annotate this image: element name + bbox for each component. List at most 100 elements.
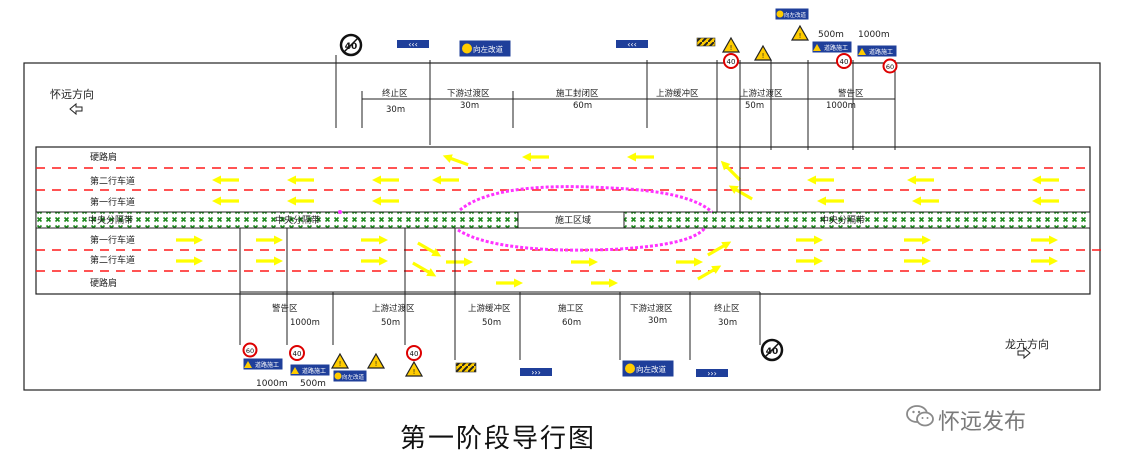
svg-text:!: ! <box>730 44 733 52</box>
lower-zone-1-name: 上游过渡区 <box>372 303 415 314</box>
svg-text:!: ! <box>375 360 378 368</box>
traffic-arrow-icon <box>796 235 823 245</box>
speed-limit-60-sign-upper: 60 <box>882 58 898 74</box>
speed-limit-sign-upper-1: 40 <box>723 53 739 69</box>
svg-text:›››: ››› <box>531 368 541 377</box>
traffic-arrow-icon <box>1031 256 1058 266</box>
speed-limit-sign-lower-1: 40 <box>289 345 305 361</box>
lower-zone-1-length: 50m <box>381 318 400 328</box>
upper-zone-0-length: 30m <box>386 105 405 115</box>
upper-zone-0-name: 终止区 <box>382 88 408 99</box>
upper-distance-1000: 1000m <box>858 30 890 40</box>
upper-lane1-label: 第一行车道 <box>90 196 135 208</box>
left-direction-arrow-icon <box>69 102 83 116</box>
svg-text:›››: ››› <box>707 369 717 378</box>
cone-taper <box>457 185 713 252</box>
svg-text:!: ! <box>762 52 765 60</box>
left-direction-label: 怀远方向 <box>50 88 94 101</box>
lower-shoulder-label: 硬路肩 <box>90 277 117 289</box>
traffic-arrow-icon <box>176 256 203 266</box>
cone-point <box>338 210 342 214</box>
traffic-arrows <box>176 152 1059 288</box>
speed-limit-value-upper-2: 40 <box>840 58 849 66</box>
road-work-text-upper-1: 道路施工 <box>824 44 848 52</box>
traffic-arrow-icon <box>522 152 549 162</box>
median-label-left: 中央分隔带 <box>88 214 133 226</box>
traffic-arrow-icon <box>707 241 732 257</box>
traffic-arrow-icon <box>807 175 834 185</box>
detour-left-text-lower: 向左改道 <box>636 364 666 374</box>
upper-zone-4-length: 50m <box>745 101 764 111</box>
traffic-arrow-icon <box>361 235 388 245</box>
median-label-mid: 中央分隔带 <box>275 214 320 226</box>
road-work-sign-lower-2: 道路施工 <box>289 363 331 377</box>
traffic-arrow-icon <box>176 235 203 245</box>
lower-zone-5-name: 终止区 <box>714 303 740 314</box>
traffic-arrow-icon <box>591 278 618 288</box>
svg-text:‹‹‹: ‹‹‹ <box>627 40 637 49</box>
traffic-arrow-icon <box>676 257 703 267</box>
warning-triangle-lower-2: ! <box>366 352 386 369</box>
road-work-sign-upper-2: 道路施工 <box>856 44 898 58</box>
lower-zone-3-name: 施工区 <box>558 303 584 314</box>
traffic-arrow-icon <box>412 261 437 277</box>
traffic-arrow-icon <box>361 256 388 266</box>
traffic-arrow-icon <box>728 185 753 201</box>
lower-zone-4-name: 下游过渡区 <box>630 303 673 314</box>
traffic-arrow-icon <box>256 256 283 266</box>
traffic-arrow-icon <box>442 154 469 167</box>
upper-zone-5-length: 1000m <box>826 101 856 111</box>
lower-lane2-label: 第二行车道 <box>90 254 135 266</box>
svg-text:!: ! <box>413 368 416 376</box>
traffic-arrow-icon <box>372 175 399 185</box>
work-area-label: 施工区域 <box>555 214 591 226</box>
end-speed-limit-sign-lower: 40 <box>760 338 784 362</box>
traffic-arrow-icon <box>212 175 239 185</box>
lower-zone-2-length: 50m <box>482 318 501 328</box>
speed-limit-60-value-upper: 60 <box>886 63 894 71</box>
warning-triangle-upper-1: ! <box>721 36 741 53</box>
detour-left-sign-lower-small: 向左改道 <box>332 369 368 383</box>
diagram-title: 第一阶段导行图 <box>400 424 597 454</box>
detour-left-text-lower-small: 向左改道 <box>342 373 365 381</box>
traffic-arrow-icon <box>627 152 654 162</box>
right-direction-arrow-icon <box>1017 346 1031 360</box>
speed-limit-sign-lower-2: 40 <box>406 345 422 361</box>
outer-frame <box>23 62 1101 391</box>
upper-zone-2-length: 60m <box>573 101 592 111</box>
traffic-arrow-icon <box>1032 196 1059 206</box>
chevron-board-lower-left: ››› <box>520 368 552 377</box>
barricade-upper <box>696 37 716 47</box>
median-label-right: 中央分隔带 <box>820 214 865 226</box>
traffic-arrow-icon <box>817 196 844 206</box>
speed-limit-value-lower-2: 40 <box>410 350 419 358</box>
traffic-arrow-icon <box>796 256 823 266</box>
traffic-arrow-icon <box>372 196 399 206</box>
lower-zone-0-name: 警告区 <box>272 303 298 314</box>
speed-limit-60-sign-lower: 60 <box>242 342 258 358</box>
traffic-arrow-icon <box>720 160 742 182</box>
upper-shoulder-label: 硬路肩 <box>90 151 117 163</box>
detour-left-sign-upper: 向左改道 <box>458 39 512 58</box>
end-speed-limit-value-upper: 40 <box>345 42 358 52</box>
lower-distance-500: 500m <box>300 379 326 389</box>
chevron-board-upper-mid: ‹‹‹ <box>616 40 648 49</box>
upper-zone-1-name: 下游过渡区 <box>447 88 490 99</box>
road-work-text-upper-2: 道路施工 <box>869 48 893 56</box>
end-speed-limit-value-lower: 40 <box>766 347 779 357</box>
road-work-text-lower-1: 道路施工 <box>255 361 279 369</box>
detour-left-text-upper-top: 向左改道 <box>784 11 807 19</box>
warning-triangle-upper-2: ! <box>753 44 773 61</box>
traffic-arrow-icon <box>904 256 931 266</box>
road-work-text-lower-2: 道路施工 <box>302 367 326 375</box>
detour-left-sign-upper-top: 向左改道 <box>774 7 810 21</box>
barricade-lower <box>455 362 477 373</box>
work-area-box <box>517 211 625 229</box>
detour-left-sign-lower: 向左改道 <box>621 359 675 378</box>
traffic-arrow-icon <box>907 175 934 185</box>
traffic-arrow-icon <box>697 265 722 281</box>
traffic-arrow-icon <box>287 175 314 185</box>
upper-zone-5-name: 警告区 <box>838 88 864 99</box>
detour-left-text-upper: 向左改道 <box>473 44 503 54</box>
